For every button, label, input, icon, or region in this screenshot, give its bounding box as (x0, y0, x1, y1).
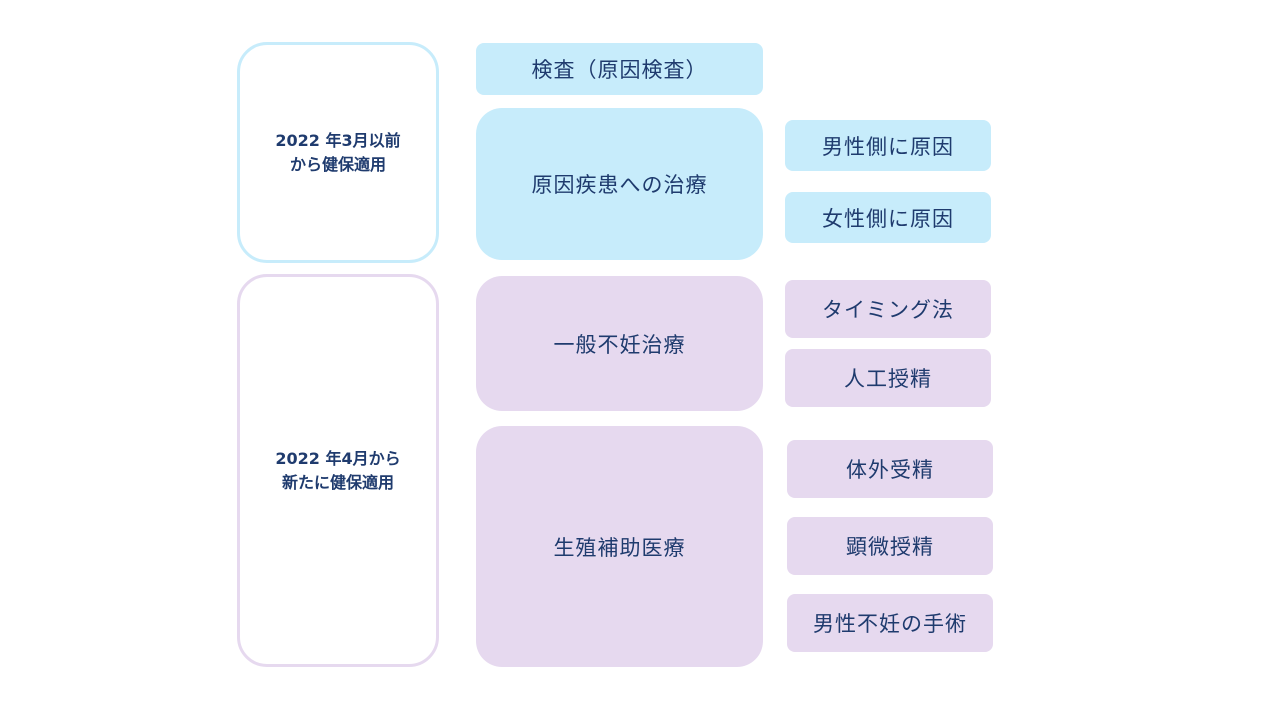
item-ivf: 体外受精 (787, 440, 993, 498)
item-female-cause: 女性側に原因 (785, 192, 991, 243)
item-icsi: 顕微授精 (787, 517, 993, 575)
category-exam: 検査（原因検査） (476, 43, 763, 95)
category-cause-treatment: 原因疾患への治療 (476, 108, 763, 260)
item-timing-method: タイミング法 (785, 280, 991, 338)
category-assisted-reproduction: 生殖補助医療 (476, 426, 763, 667)
item-male-infertility-surgery: 男性不妊の手術 (787, 594, 993, 652)
category-general-infertility: 一般不妊治療 (476, 276, 763, 411)
item-artificial-insemination: 人工授精 (785, 349, 991, 407)
era-before-april-2022: 2022 年3月以前 から健保適用 (237, 42, 439, 263)
item-male-cause: 男性側に原因 (785, 120, 991, 171)
era-from-april-2022: 2022 年4月から 新たに健保適用 (237, 274, 439, 667)
